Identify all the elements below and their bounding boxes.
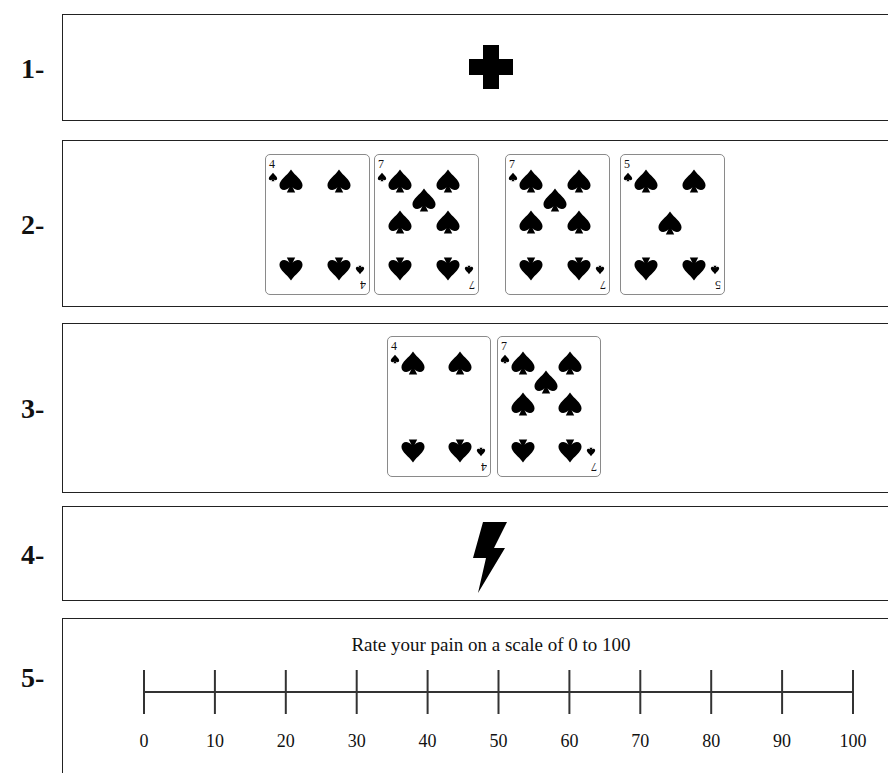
- step-number: 4-: [21, 539, 44, 571]
- card-index: 4: [481, 461, 487, 473]
- card-pips: [509, 169, 604, 280]
- scale-value: 40: [419, 731, 437, 751]
- scale-value: 60: [560, 731, 578, 751]
- step-number: 3-: [21, 393, 44, 425]
- scale-value: 70: [631, 731, 649, 751]
- scale-value: 0: [140, 731, 149, 751]
- card-pips: [378, 169, 473, 280]
- scale-value: 10: [206, 731, 224, 751]
- card-index: 7: [509, 158, 515, 170]
- scale-value: 80: [702, 731, 720, 751]
- step-number: 1-: [21, 53, 44, 85]
- card-index: 7: [469, 279, 475, 291]
- shock-bolt: [473, 522, 507, 593]
- scale-value: 50: [490, 731, 508, 751]
- scale-value: 20: [277, 731, 295, 751]
- scale-value: 100: [840, 731, 867, 751]
- trial-panel: 3-4477: [62, 323, 888, 493]
- trial-panel: 5-Rate your pain on a scale of 0 to 100: [62, 618, 888, 773]
- card-index: 7: [600, 279, 606, 291]
- card-index: 4: [360, 279, 366, 291]
- rating-scale: [144, 670, 853, 714]
- trial-panel: 2-44777755: [62, 140, 888, 307]
- card-index: 4: [269, 158, 275, 170]
- scale-prompt: Rate your pain on a scale of 0 to 100: [351, 634, 630, 656]
- card-index: 5: [715, 279, 721, 291]
- playing-card: 77: [505, 154, 610, 295]
- card-pips: [501, 351, 595, 462]
- trial-panel: 1-: [62, 14, 888, 121]
- playing-card: 44: [265, 154, 370, 295]
- card-index: 7: [591, 461, 597, 473]
- card-index: 7: [378, 158, 384, 170]
- scale-value: 90: [773, 731, 791, 751]
- fixation-cross: [469, 45, 513, 89]
- trial-panel: 4-: [62, 506, 888, 601]
- playing-card: 77: [374, 154, 479, 295]
- card-pips: [624, 169, 719, 280]
- card-index: 7: [501, 340, 507, 352]
- step-number: 5-: [21, 662, 44, 694]
- card-index: 4: [391, 340, 397, 352]
- card-pips: [391, 351, 485, 462]
- scale-value: 30: [348, 731, 366, 751]
- playing-card: 44: [387, 336, 491, 477]
- step-number: 2-: [21, 209, 44, 241]
- playing-card: 77: [497, 336, 601, 477]
- card-pips: [269, 169, 364, 280]
- card-index: 5: [624, 158, 630, 170]
- playing-card: 55: [620, 154, 725, 295]
